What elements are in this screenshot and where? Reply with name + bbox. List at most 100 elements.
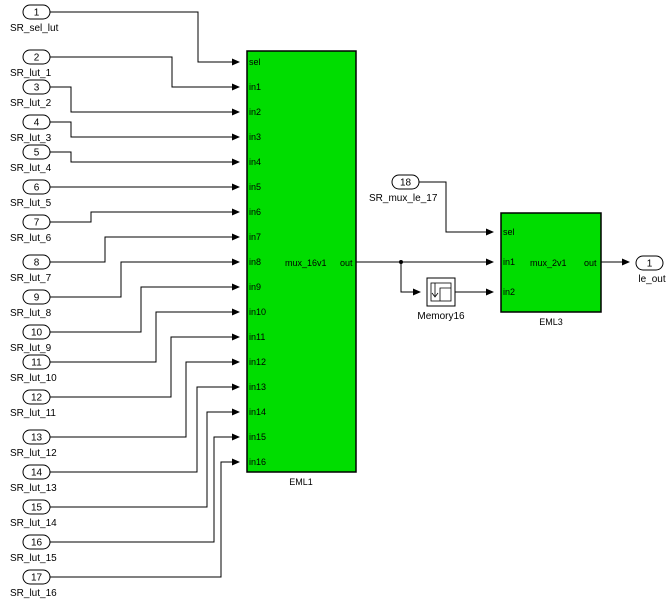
eml1-port-in15: in15: [249, 432, 266, 442]
inport-shape[interactable]: [22, 289, 51, 305]
inport-number: 4: [34, 118, 40, 129]
inport-label: SR_sel_lut: [10, 23, 59, 34]
wire-in12: [50, 358, 240, 438]
eml1-port-in9: in9: [249, 282, 261, 292]
eml1-port-in2: in2: [249, 107, 261, 117]
wire-in10: [50, 308, 240, 363]
inport-shape[interactable]: [22, 324, 51, 340]
inport-label: SR_lut_8: [10, 308, 52, 319]
inport-label: SR_lut_3: [10, 133, 52, 144]
inport-label: SR_lut_11: [10, 408, 56, 419]
inport-number: 6: [34, 183, 40, 194]
eml1-port-in12: in12: [249, 357, 266, 367]
outport-block[interactable]: 1 le_out: [635, 255, 666, 285]
wire-in16: [50, 458, 240, 578]
inport-number: 17: [31, 573, 43, 584]
inport-shape[interactable]: [22, 4, 51, 20]
inport-number: 5: [34, 148, 40, 159]
eml1-function-name: mux_16v1: [285, 258, 327, 268]
inport-shape[interactable]: [22, 389, 51, 405]
inport-shape[interactable]: [22, 49, 51, 65]
inport-shape[interactable]: [391, 174, 420, 190]
eml1-port-in1: in1: [249, 82, 261, 92]
eml1-port-in13: in13: [249, 382, 266, 392]
eml3-name: EML3: [539, 317, 563, 327]
memory16-name: Memory16: [417, 311, 465, 322]
wire-in2: [50, 86, 240, 116]
inport-blocks: 1SR_sel_lut2SR_lut_13SR_lut_24SR_lut_35S…: [10, 4, 438, 599]
inport-8[interactable]: 8SR_lut_7: [10, 254, 52, 284]
inport-shape[interactable]: [22, 114, 51, 130]
eml1-port-in3: in3: [249, 132, 261, 142]
inport-number: 15: [31, 503, 43, 514]
inport-9[interactable]: 9SR_lut_8: [10, 289, 52, 319]
eml1-port-in5: in5: [249, 182, 261, 192]
inport-shape[interactable]: [22, 534, 51, 550]
wire-in3: [50, 121, 240, 141]
inport-shape[interactable]: [22, 254, 51, 270]
inport-number: 8: [34, 258, 40, 269]
inport-4[interactable]: 4SR_lut_3: [10, 114, 52, 144]
eml3-port-in1: in1: [503, 257, 515, 267]
wire-in1: [50, 56, 240, 91]
inport-number: 9: [34, 293, 40, 304]
wire-in15: [50, 433, 240, 543]
wire-in6: [50, 208, 240, 223]
eml1-port-in7: in7: [249, 232, 261, 242]
eml3-port-in2: in2: [503, 287, 515, 297]
inport-label: SR_lut_6: [10, 233, 52, 244]
inport-label: SR_lut_16: [10, 588, 57, 599]
eml1-port-in11: in11: [249, 332, 265, 342]
inport-shape[interactable]: [22, 429, 51, 445]
inport-7[interactable]: 7SR_lut_6: [10, 214, 52, 244]
inport-shape[interactable]: [22, 569, 51, 585]
eml3-body[interactable]: [500, 212, 602, 313]
eml1-body[interactable]: [246, 50, 357, 473]
inport-2[interactable]: 2SR_lut_1: [10, 49, 52, 79]
inport-label: SR_lut_2: [10, 98, 52, 109]
inport-shape[interactable]: [22, 499, 51, 515]
inport-6[interactable]: 6SR_lut_5: [10, 179, 52, 209]
inport-label: SR_mux_le_17: [369, 193, 438, 204]
inport-1[interactable]: 1SR_sel_lut: [10, 4, 59, 34]
inport-shape[interactable]: [22, 179, 51, 195]
wire-in9: [50, 283, 240, 333]
inport-number: 16: [31, 538, 43, 549]
inport-shape[interactable]: [22, 214, 51, 230]
inport-shape[interactable]: [22, 464, 51, 480]
wire-in14: [50, 408, 240, 508]
inport-shape[interactable]: [22, 79, 51, 95]
inport-number: 10: [31, 328, 43, 339]
inport-3[interactable]: 3SR_lut_2: [10, 79, 52, 109]
eml3-port-sel: sel: [503, 227, 515, 237]
inport-label: SR_lut_5: [10, 198, 52, 209]
inport-label: SR_lut_1: [10, 68, 52, 79]
eml1-port-sel: sel: [249, 57, 261, 67]
inport-number: 14: [31, 468, 43, 479]
inport-label: SR_lut_14: [10, 518, 57, 529]
wire-sel-eml3: [419, 181, 494, 236]
inport-shape[interactable]: [22, 144, 51, 160]
wire-in7: [50, 233, 240, 263]
inport-label: SR_lut_13: [10, 483, 57, 494]
inport-label: SR_lut_9: [10, 343, 52, 354]
inport-label: SR_lut_12: [10, 448, 57, 459]
outport-shape[interactable]: [635, 255, 664, 271]
inport-shape[interactable]: [22, 354, 51, 370]
eml1-port-in6: in6: [249, 207, 261, 217]
memory16-block[interactable]: Memory16: [417, 277, 465, 322]
eml3-out-port-label: out: [584, 258, 597, 268]
inport-5[interactable]: 5SR_lut_4: [10, 144, 52, 174]
eml1-block[interactable]: selin1in2in3in4in5in6in7in8in9in10in11in…: [246, 50, 357, 487]
